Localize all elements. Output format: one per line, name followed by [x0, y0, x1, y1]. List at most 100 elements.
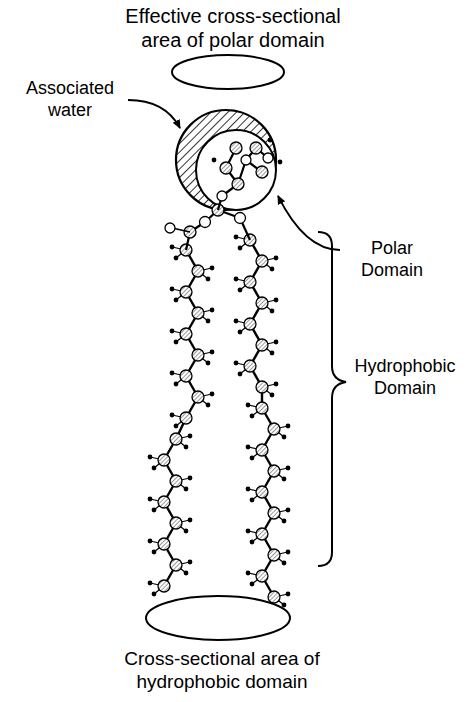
hydrogen-atom — [210, 308, 215, 313]
area-label: Effective cross-sectional area of polar … — [108, 4, 358, 52]
hydrogen-atom — [250, 414, 255, 419]
hydrogen-atom — [234, 277, 239, 282]
carbon-atom — [256, 486, 268, 498]
carbon-atom — [256, 444, 268, 456]
domain-label: Hydrophobic Domain — [346, 356, 464, 399]
hydrogen-atom — [148, 581, 153, 586]
hydrogen-atom — [152, 550, 157, 555]
carbon-atom — [244, 318, 256, 330]
hydrogen-atom — [206, 403, 211, 408]
carbon-atom — [158, 454, 170, 466]
hydrogen-atom — [282, 435, 287, 440]
hydrogen-atom — [174, 424, 179, 429]
hydrogen-atom — [148, 455, 153, 460]
carbon-atom — [232, 178, 244, 190]
hydrogen-atom — [184, 571, 189, 576]
carbon-atom — [158, 580, 170, 592]
oxygen-atom — [241, 155, 251, 165]
hydrogen-atom — [152, 466, 157, 471]
hydrogen-atom — [152, 508, 157, 513]
carbon-atom — [256, 402, 268, 414]
hydrophobic-bracket — [318, 232, 346, 566]
oxygen-atom — [165, 223, 175, 233]
carbon-atom — [180, 286, 192, 298]
carbon-atom — [230, 142, 242, 154]
hydrogen-atom — [238, 372, 243, 377]
hydrogen-atom — [274, 298, 279, 303]
carbon-atom — [180, 370, 192, 382]
carbon-atom — [244, 360, 256, 372]
hydrogen-atom — [286, 508, 291, 513]
hydrogen-atom — [170, 413, 175, 418]
hydrogen-atom — [246, 445, 251, 450]
area-label: Cross-sectional area of hydrophobic doma… — [110, 648, 335, 694]
carbon-atom — [220, 162, 232, 174]
hydrogen-atom — [286, 592, 291, 597]
carbon-atom — [268, 423, 280, 435]
hydrogen-atom — [170, 245, 175, 250]
hydrogen-atom — [210, 392, 215, 397]
carbon-atom — [256, 297, 268, 309]
carbon-atom — [170, 475, 182, 487]
carbon-atom — [158, 496, 170, 508]
hydrogen-atom — [170, 287, 175, 292]
hydrogen-atom — [212, 158, 217, 163]
carbon-atom — [192, 307, 204, 319]
carbon-atom — [256, 570, 268, 582]
hydrogen-atom — [246, 403, 251, 408]
hydrogen-atom — [274, 382, 279, 387]
carbon-atom — [268, 465, 280, 477]
hydrogen-atom — [174, 382, 179, 387]
hydrogen-atom — [148, 539, 153, 544]
hydrogen-atom — [270, 351, 275, 356]
hydrogen-atom — [250, 498, 255, 503]
hydrogen-atom — [238, 288, 243, 293]
hydrogen-atom — [278, 160, 283, 165]
carbon-atom — [170, 559, 182, 571]
carbon-atom — [170, 433, 182, 445]
hydrogen-atom — [286, 466, 291, 471]
hydrogen-atom — [270, 267, 275, 272]
carbon-atom — [256, 381, 268, 393]
hydrogen-atom — [152, 592, 157, 597]
carbon-atom — [192, 349, 204, 361]
carbon-atom — [158, 538, 170, 550]
hydrogen-atom — [170, 329, 175, 334]
carbon-atom — [256, 528, 268, 540]
hydrogen-atom — [282, 561, 287, 566]
carbon-atom — [256, 166, 268, 178]
carbon-atom — [180, 412, 192, 424]
water-label: Associated water — [14, 78, 126, 121]
oxygen-atom — [217, 191, 227, 201]
hydrogen-atom — [270, 309, 275, 314]
hydrogen-atom — [206, 319, 211, 324]
hydrogen-atom — [148, 497, 153, 502]
hydrogen-atom — [246, 529, 251, 534]
domain-label: Polar Domain — [351, 238, 433, 281]
hydrogen-atom — [282, 603, 287, 608]
hydrogen-atom — [174, 340, 179, 345]
hydrogen-atom — [246, 487, 251, 492]
molecule-model — [148, 138, 291, 608]
hydrogen-atom — [250, 582, 255, 587]
hydrogen-atom — [206, 361, 211, 366]
carbon-atom — [268, 549, 280, 561]
hydrogen-atom — [246, 571, 251, 576]
hydrogen-atom — [270, 393, 275, 398]
hydrogen-atom — [250, 456, 255, 461]
polar-area-ellipse — [172, 55, 284, 89]
carbon-atom — [192, 265, 204, 277]
hydrogen-atom — [238, 330, 243, 335]
oxygen-atom — [263, 153, 273, 163]
oxygen-atom — [200, 217, 211, 228]
hydrophobic-area-ellipse — [146, 596, 290, 640]
hydrogen-atom — [206, 277, 211, 282]
hydrogen-atom — [286, 550, 291, 555]
hydrogen-atom — [238, 246, 243, 251]
hydrogen-atom — [184, 445, 189, 450]
hydrogen-atom — [234, 319, 239, 324]
oxygen-atom — [235, 213, 246, 224]
hydrogen-atom — [210, 266, 215, 271]
hydrogen-atom — [188, 560, 193, 565]
